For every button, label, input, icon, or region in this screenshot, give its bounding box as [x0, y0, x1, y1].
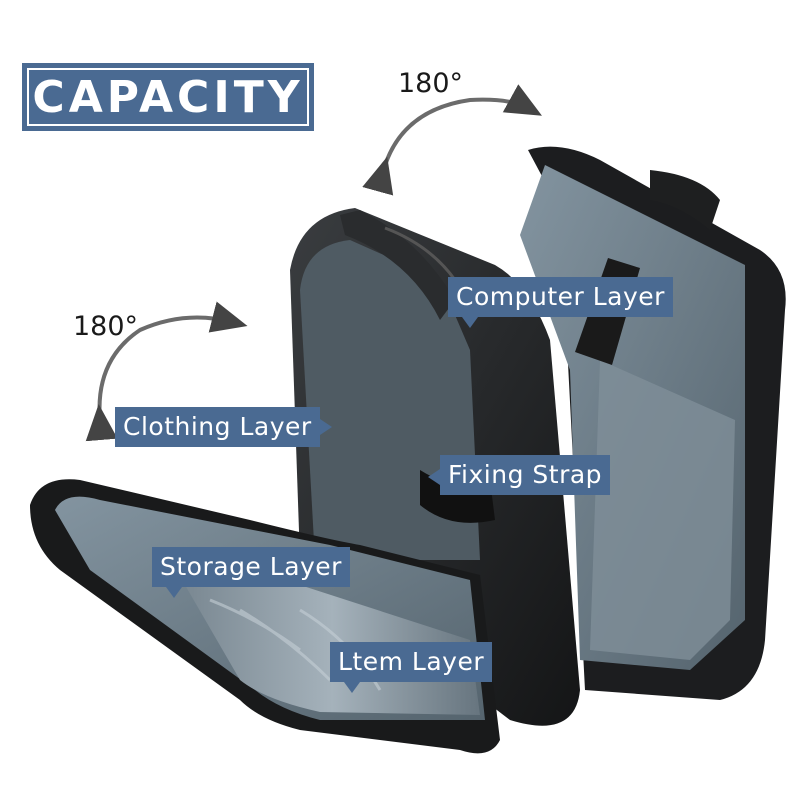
rotation-arrow-top — [362, 84, 542, 196]
rotation-label-top: 180° — [398, 68, 464, 99]
fixing-strap-label: Fixing Strap — [428, 455, 611, 495]
label-pointer — [462, 317, 478, 328]
label-pointer — [166, 587, 182, 598]
clothing-layer-label: Clothing Layer — [115, 407, 332, 447]
rotation-arrow-left — [85, 301, 248, 442]
page-title: CAPACITY — [32, 71, 304, 123]
computer-layer-text: Computer Layer — [456, 282, 665, 311]
label-pointer — [319, 419, 332, 435]
fixing-strap-text: Fixing Strap — [448, 460, 603, 489]
storage-layer-text: Storage Layer — [160, 552, 342, 581]
storage-layer-label: Storage Layer — [152, 547, 350, 598]
item-layer-text: Ltem Layer — [338, 647, 485, 676]
capacity-title-badge: CAPACITY — [22, 63, 314, 131]
clothing-layer-text: Clothing Layer — [123, 412, 312, 441]
label-pointer — [428, 469, 440, 485]
item-layer-label: Ltem Layer — [330, 642, 493, 693]
label-pointer — [344, 682, 360, 693]
rotation-label-left: 180° — [73, 311, 139, 342]
computer-layer-label: Computer Layer — [448, 277, 673, 328]
